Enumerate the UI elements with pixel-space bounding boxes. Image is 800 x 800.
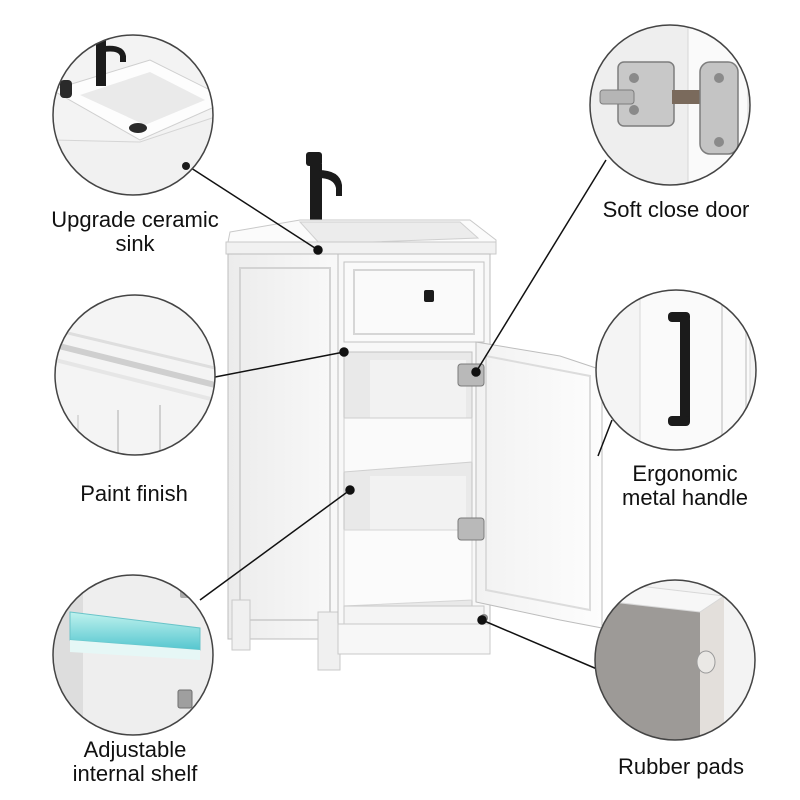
faucet-icon: [306, 152, 342, 230]
handle-icon: [668, 312, 690, 426]
feature-label-pads-line1: Rubber pads: [618, 754, 744, 779]
detail-circle-shelf: [52, 574, 214, 736]
detail-circle-paint: [54, 294, 216, 456]
feature-label-sink-line1: Upgrade ceramic: [51, 207, 219, 232]
feature-label-soft-close-line1: Soft close door: [602, 197, 750, 222]
feature-label-handle: Ergonomic metal handle: [590, 462, 780, 510]
feature-label-handle-line1: Ergonomic: [632, 461, 738, 486]
feature-label-sink-line2: sink: [115, 231, 155, 256]
feature-label-paint-line1: Paint finish: [80, 481, 188, 506]
detail-circle-pads: [594, 579, 756, 741]
leader-lines: [187, 159, 613, 673]
detail-circle-sink: [52, 34, 214, 196]
feature-label-shelf-line1: Adjustable: [83, 737, 187, 762]
feature-label-pads: Rubber pads: [596, 755, 766, 779]
feature-label-paint: Paint finish: [44, 482, 224, 506]
vanity-cabinet: [225, 152, 603, 671]
feature-label-shelf: Adjustable internal shelf: [40, 738, 230, 786]
detail-circle-handle: [595, 289, 757, 451]
feature-label-shelf-line2: internal shelf: [72, 761, 198, 786]
detail-circle-hinge: [589, 24, 751, 186]
feature-label-handle-line2: metal handle: [622, 485, 748, 510]
feature-label-soft-close: Soft close door: [586, 198, 766, 222]
rubber-pad-icon: [696, 650, 716, 674]
feature-label-sink: Upgrade ceramic sink: [30, 208, 240, 256]
